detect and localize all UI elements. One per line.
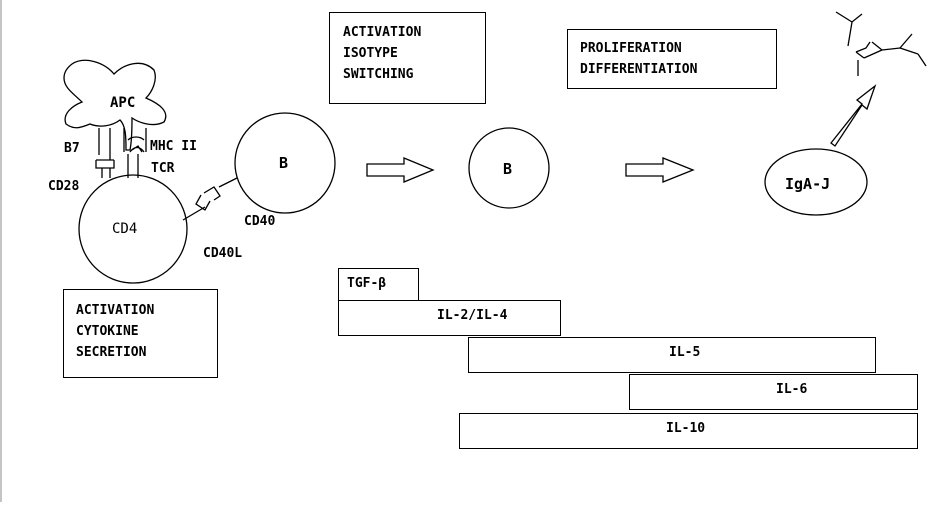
- box-line: CYTOKINE: [76, 324, 139, 339]
- arrow-1: [366, 157, 435, 183]
- apc-cell-shape: [63, 59, 167, 151]
- tcr-label: TCR: [151, 161, 175, 176]
- cd28-receptor-shape: [95, 160, 115, 178]
- iga-cell-ellipse: [764, 148, 868, 216]
- mhc-tcr-shape: [123, 128, 147, 178]
- cytokine-label-il10: IL-10: [666, 421, 706, 436]
- b-cell-label-2: B: [503, 160, 512, 178]
- box-line: ACTIVATION: [343, 25, 422, 40]
- activation-isotype-switching-box: ACTIVATION ISOTYPE SWITCHING: [329, 12, 486, 104]
- iga-j-label: IgA-J: [785, 175, 830, 193]
- mhc-ii-label: MHC II: [150, 139, 197, 154]
- box-line: SECRETION: [76, 345, 147, 360]
- cytokine-label-il5: IL-5: [669, 345, 701, 360]
- box-line: ACTIVATION: [76, 303, 155, 318]
- cytokine-label-il6: IL-6: [776, 382, 808, 397]
- cytokine-bar-il5: IL-5: [468, 337, 876, 373]
- diagonal-arrow: [830, 84, 877, 147]
- b-cell-circle-2: [468, 127, 550, 209]
- cd40-cd40l-bond: [182, 177, 238, 221]
- cd40-label: CD40: [244, 214, 275, 229]
- cd40l-label: CD40L: [203, 246, 242, 261]
- cytokine-bar-il10: IL-10: [459, 413, 918, 449]
- box-line: SWITCHING: [343, 67, 414, 82]
- cytokine-bar-il2-il4: IL-2/IL-4: [338, 300, 561, 336]
- b-cell-circle-1: [234, 112, 336, 214]
- cytokine-bar-tgf-beta: TGF-β: [338, 268, 419, 301]
- cytokine-label-tgf-beta: TGF-β: [347, 276, 387, 291]
- apc-label: APC: [110, 95, 135, 111]
- b-cell-label-1: B: [279, 154, 288, 172]
- box-line: DIFFERENTIATION: [580, 62, 698, 77]
- cd28-label: CD28: [48, 179, 79, 194]
- antibody-sketch: [835, 11, 927, 76]
- box-line: ISOTYPE: [343, 46, 398, 61]
- box-line: PROLIFERATION: [580, 41, 682, 56]
- proliferation-differentiation-box: PROLIFERATION DIFFERENTIATION: [567, 29, 777, 89]
- arrow-2: [625, 157, 695, 183]
- cd4-cell-circle: [78, 174, 188, 284]
- cytokine-label-il2-il4: IL-2/IL-4: [437, 308, 508, 323]
- cd4-label: CD4: [112, 221, 137, 237]
- cytokine-bar-il6: IL-6: [629, 374, 918, 410]
- b7-label: B7: [64, 141, 80, 156]
- activation-cytokine-secretion-box: ACTIVATION CYTOKINE SECRETION: [63, 289, 218, 378]
- b7-receptor-shape: [96, 128, 114, 161]
